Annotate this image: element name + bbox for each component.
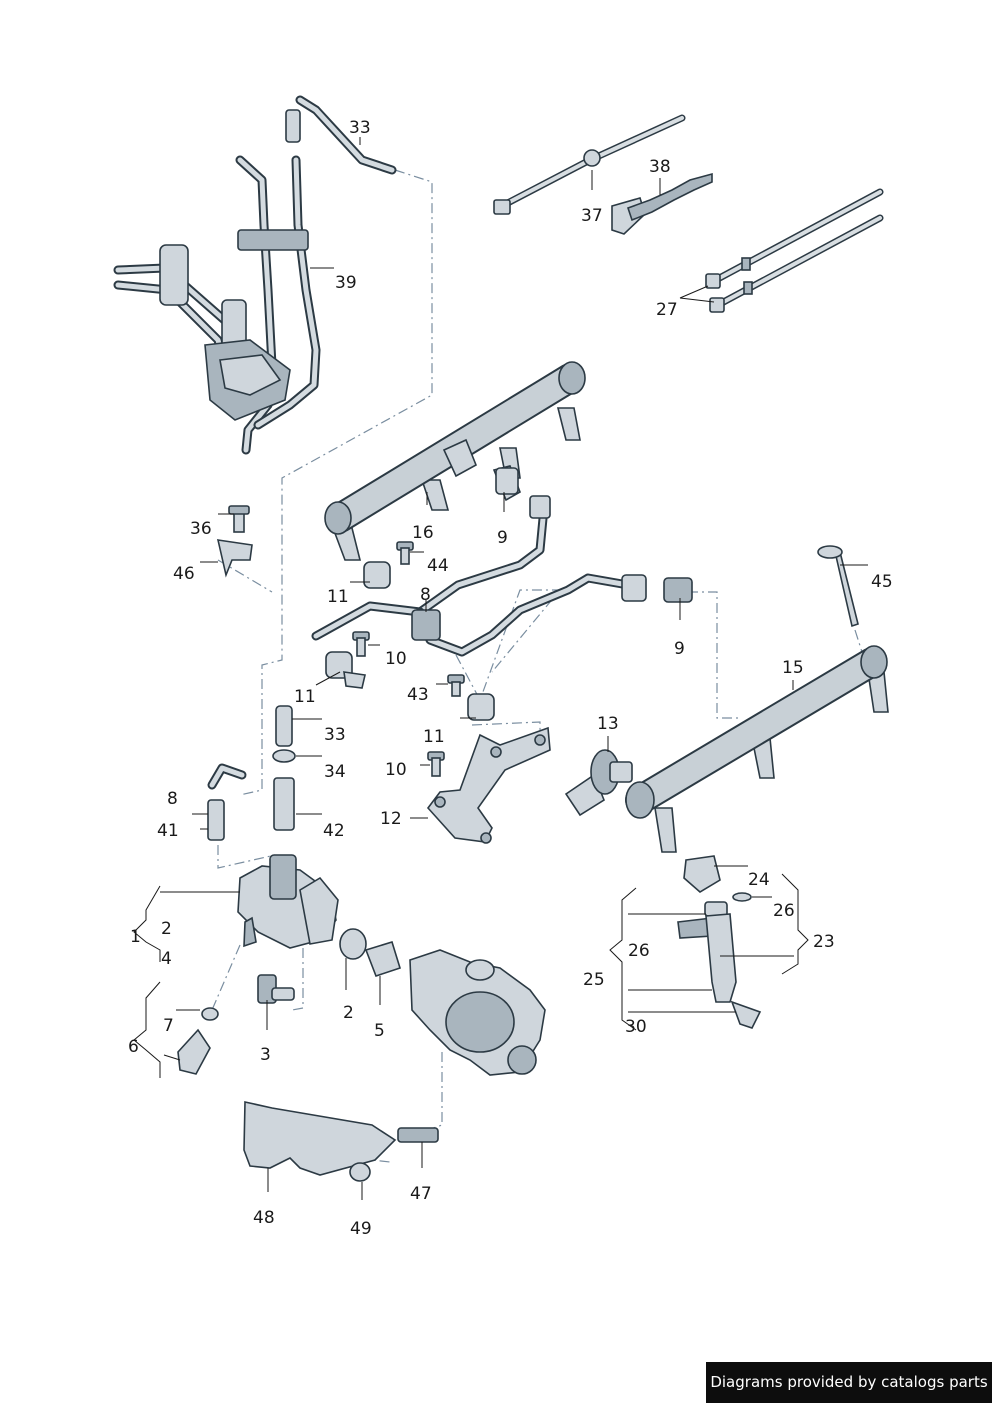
- label-24: 24: [748, 870, 770, 890]
- heat-shield: [243, 1101, 439, 1182]
- label-6: 6: [128, 1037, 139, 1057]
- label-48: 48: [253, 1208, 275, 1228]
- label-34: 34: [324, 762, 346, 782]
- label-13: 13: [597, 714, 619, 734]
- injector: [677, 855, 762, 1029]
- callout-labels: 33 38 37 39 27 16 9 36 44 46 11 8 9 45 1…: [128, 118, 893, 1239]
- label-25: 25: [583, 970, 605, 990]
- label-36: 36: [190, 519, 212, 539]
- label-45: 45: [871, 572, 893, 592]
- label-2: 2: [161, 919, 172, 939]
- pressure-sensor: [564, 749, 633, 817]
- credit-banner: Diagrams provided by catalogs parts: [706, 1362, 992, 1403]
- label-26: 26: [628, 941, 650, 961]
- label-41: 41: [157, 821, 179, 841]
- fasteners: [207, 467, 693, 841]
- label-46: 46: [173, 564, 195, 584]
- bracket-12: [426, 726, 551, 844]
- label-37: 37: [581, 206, 603, 226]
- pump-parts: [177, 941, 401, 1075]
- label-15: 15: [782, 658, 804, 678]
- label-3: 3: [260, 1045, 271, 1065]
- label-11: 11: [327, 587, 349, 607]
- label-16: 16: [412, 523, 434, 543]
- fuel-rail-lower: [625, 545, 889, 853]
- label-23: 23: [813, 932, 835, 952]
- label-38: 38: [649, 157, 671, 177]
- fuel-pipe-middle: [311, 495, 647, 721]
- fuel-rail-upper: [324, 361, 586, 561]
- label-2: 2: [343, 1003, 354, 1023]
- label-49: 49: [350, 1219, 372, 1239]
- label-7: 7: [163, 1016, 174, 1036]
- label-47: 47: [410, 1184, 432, 1204]
- label-11: 11: [423, 727, 445, 747]
- label-43: 43: [407, 685, 429, 705]
- label-8: 8: [167, 789, 178, 809]
- label-8: 8: [420, 585, 431, 605]
- cable-ties: [493, 114, 884, 313]
- label-27: 27: [656, 300, 678, 320]
- label-33: 33: [324, 725, 346, 745]
- vacuum-pump: [409, 949, 546, 1076]
- label-10: 10: [385, 649, 407, 669]
- label-11: 11: [294, 687, 316, 707]
- label-1: 1: [130, 927, 141, 947]
- label-26: 26: [773, 901, 795, 921]
- label-4: 4: [161, 949, 172, 969]
- label-30: 30: [625, 1017, 647, 1037]
- label-39: 39: [335, 273, 357, 293]
- high-pressure-pump: [237, 854, 367, 960]
- label-33: 33: [349, 118, 371, 138]
- label-12: 12: [380, 809, 402, 829]
- label-9: 9: [674, 639, 685, 659]
- label-44: 44: [427, 556, 449, 576]
- label-10: 10: [385, 760, 407, 780]
- label-42: 42: [323, 821, 345, 841]
- fuel-line-harness: [113, 95, 397, 455]
- label-5: 5: [374, 1021, 385, 1041]
- leader-lines: [133, 137, 868, 1200]
- label-9: 9: [497, 528, 508, 548]
